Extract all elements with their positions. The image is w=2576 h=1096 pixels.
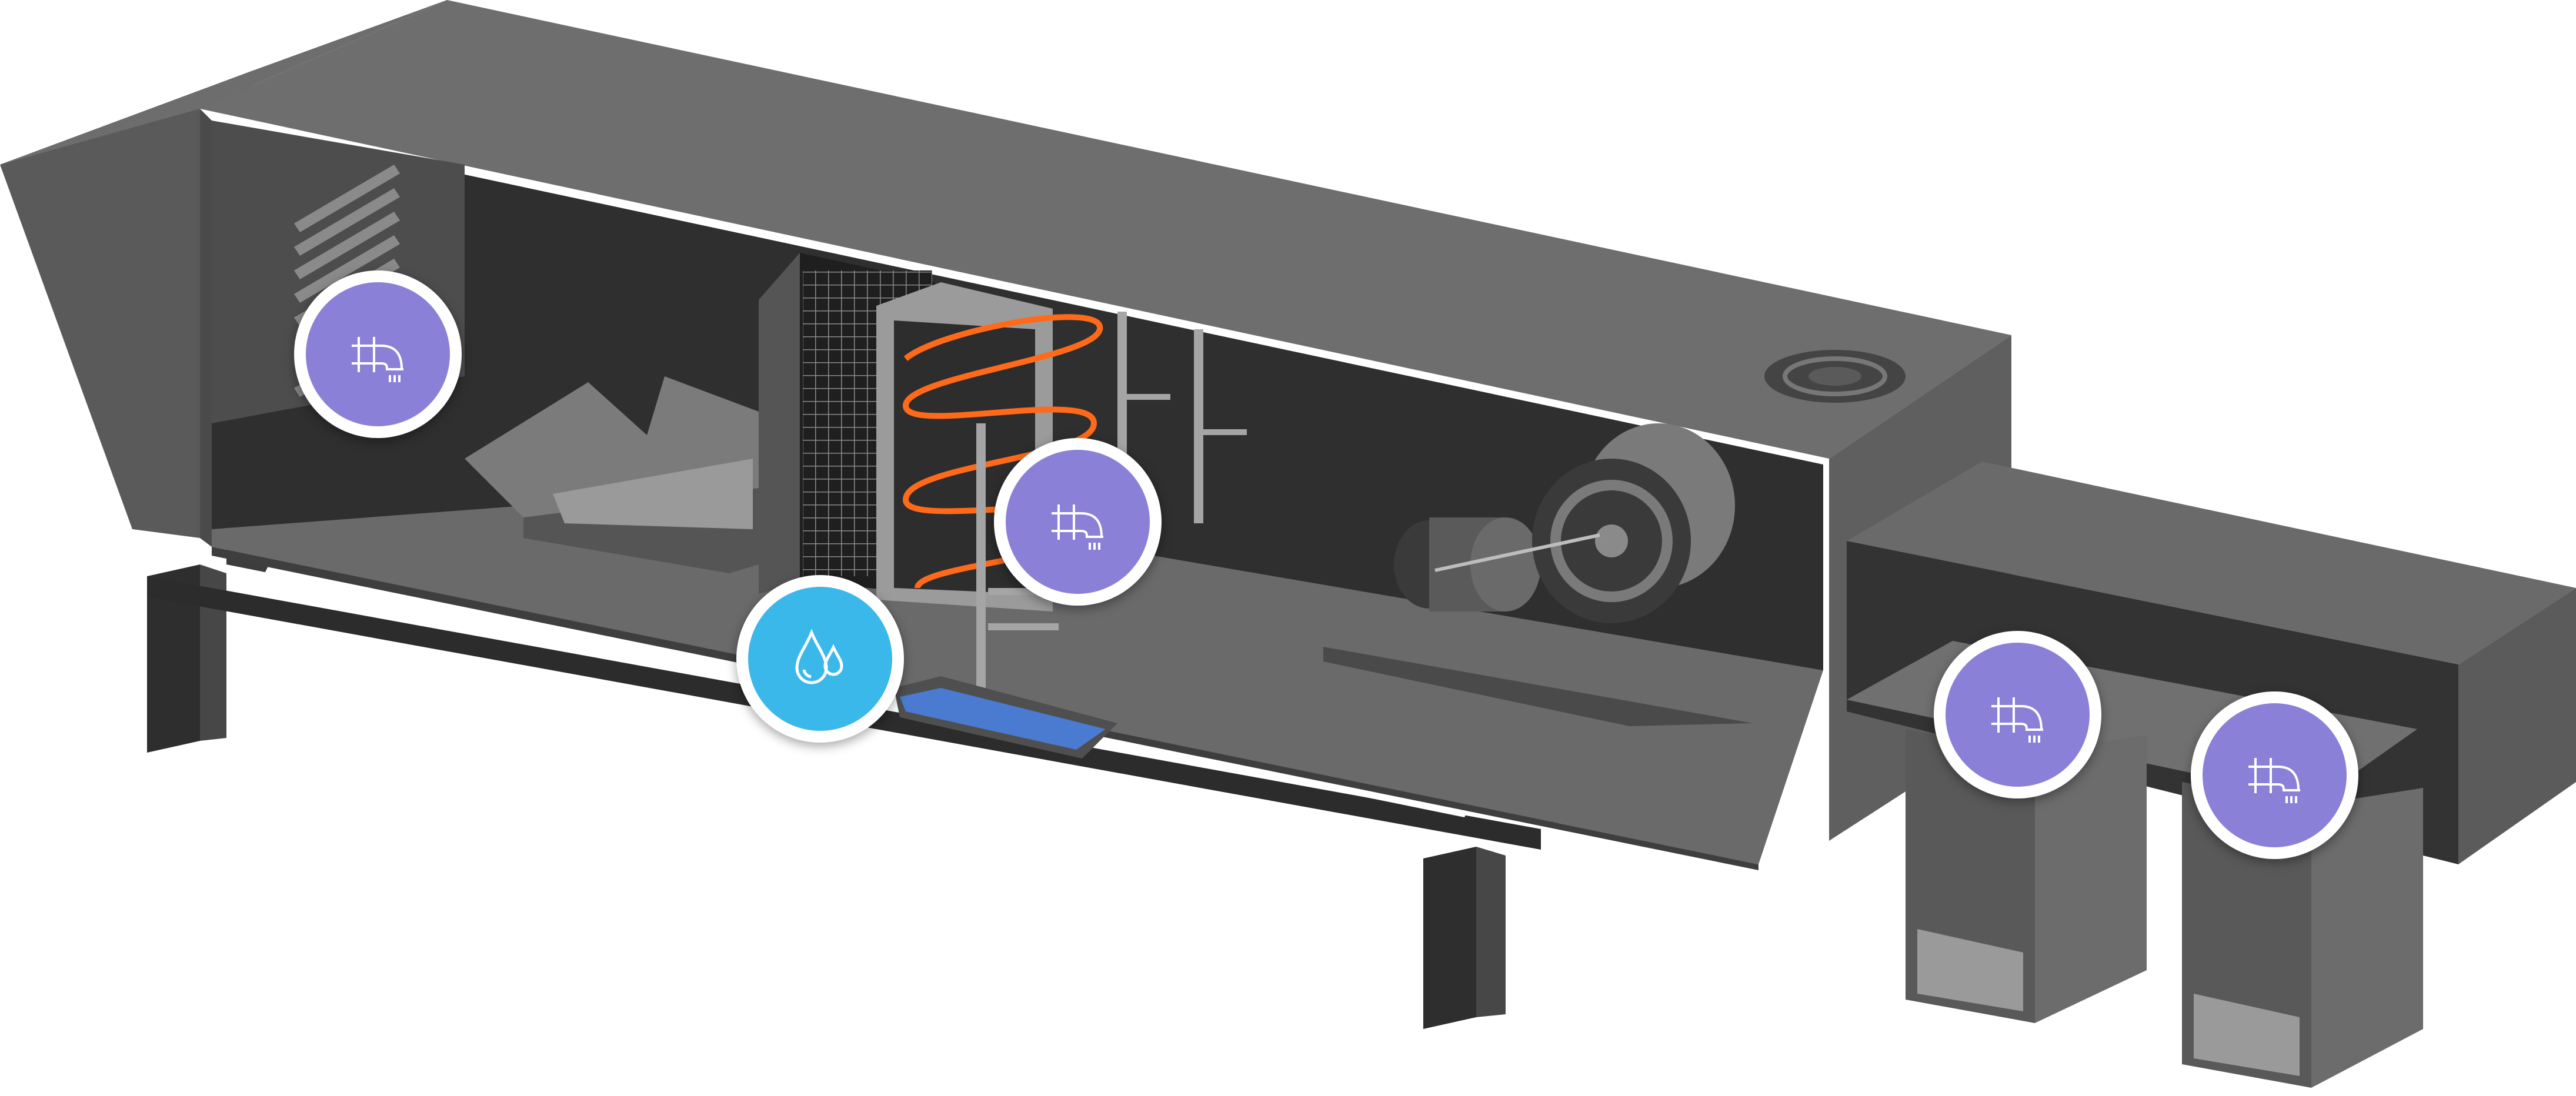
duct-elbow-icon bbox=[1006, 450, 1150, 594]
roof-vent bbox=[1764, 350, 1906, 403]
condensate-pan bbox=[894, 676, 1117, 758]
supply-fan-motor bbox=[1323, 423, 1753, 726]
hotspot-coil-section[interactable] bbox=[994, 438, 1162, 606]
discharge-plenum bbox=[1847, 462, 2576, 1088]
intake-hood bbox=[0, 71, 253, 538]
hotspot-supply-outlet-1[interactable] bbox=[1934, 631, 2101, 798]
hotspot-condensate-drain[interactable] bbox=[736, 575, 904, 743]
hotspot-supply-outlet-2[interactable] bbox=[2191, 691, 2358, 859]
duct-elbow-icon bbox=[306, 282, 450, 426]
prefilter-tray bbox=[465, 376, 759, 573]
hotspot-intake-damper[interactable] bbox=[294, 270, 462, 438]
casing-top bbox=[200, 0, 2011, 459]
interior-floor bbox=[212, 488, 1823, 864]
water-drops-icon bbox=[748, 587, 892, 731]
duct-elbow-icon bbox=[1946, 643, 2090, 787]
main-casing bbox=[0, 0, 2011, 870]
duct-elbow-icon bbox=[2203, 703, 2347, 847]
